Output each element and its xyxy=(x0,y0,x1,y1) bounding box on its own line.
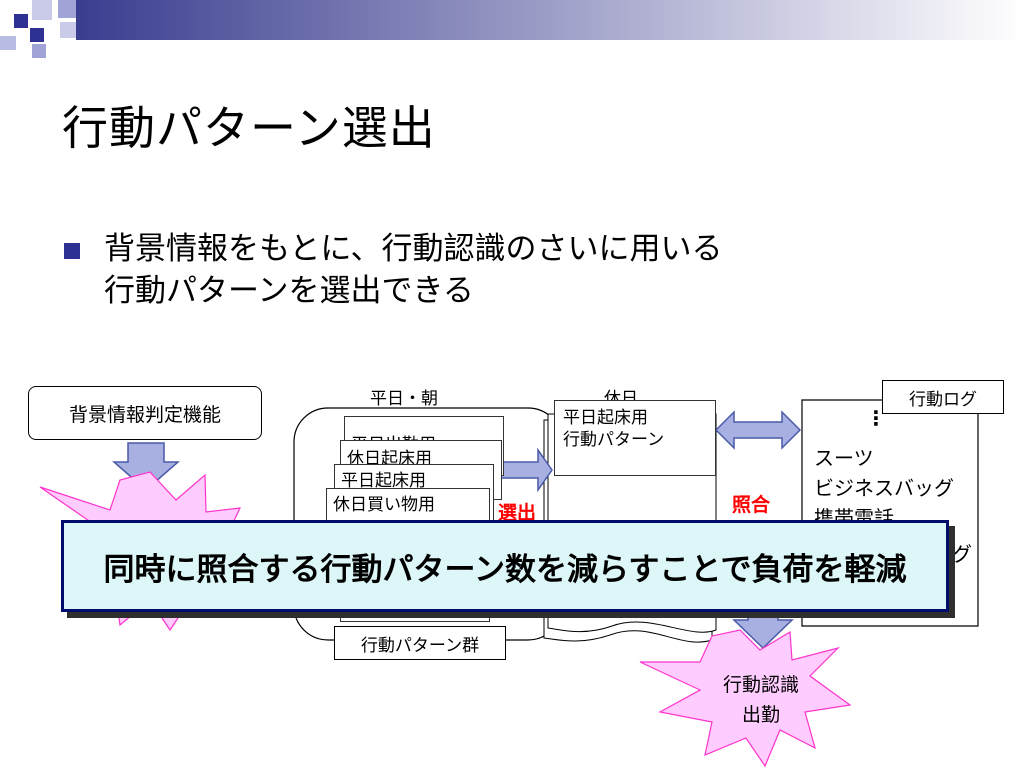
background-info-box: 背景情報判定機能 xyxy=(28,386,262,440)
right-arrow-select xyxy=(495,447,553,493)
bullet-line-2: 行動パターンを選出できる xyxy=(104,273,474,309)
log-label-box: 行動ログ xyxy=(882,380,1004,414)
header-square-2 xyxy=(32,0,52,20)
background-info-label: 背景情報判定機能 xyxy=(68,403,221,426)
header-bar xyxy=(76,0,1024,40)
pattern-group-label: 行動パターン群 xyxy=(360,635,480,656)
match-label: 照合 xyxy=(732,494,771,516)
star-right-shape xyxy=(639,629,852,768)
log-label: 行動ログ xyxy=(909,389,977,410)
pattern-group-label-box: 行動パターン群 xyxy=(334,626,506,660)
callout-text: 同時に照合する行動パターン数を減らすことで負荷を軽減 xyxy=(103,551,907,588)
bullet-text: 背景情報をもとに、行動認識のさいに用いる 行動パターンを選出できる xyxy=(104,228,722,312)
header-square-1 xyxy=(14,14,28,28)
selected-pattern-line-2: 行動パターン xyxy=(563,430,665,450)
header-square-4 xyxy=(0,36,16,50)
weekday-morning-label: 平日・朝 xyxy=(370,389,438,409)
header-square-5 xyxy=(30,28,44,42)
down-arrow-left xyxy=(112,442,180,491)
bullet-line-1: 背景情報をもとに、行動認識のさいに用いる xyxy=(104,231,723,267)
log-dots-top: ⋮ xyxy=(866,406,886,430)
result-line-1: 行動認識 xyxy=(722,674,799,696)
bullet-square-icon xyxy=(64,243,80,259)
header-square-6 xyxy=(32,44,46,58)
selected-pattern-line-1: 平日起床用 xyxy=(563,408,648,428)
slide-title: 行動パターン選出 xyxy=(62,101,436,155)
select-label: 選出 xyxy=(498,502,537,524)
log-item-partial: グ xyxy=(952,542,972,566)
selected-pattern-card: 平日起床用 行動パターン xyxy=(554,400,716,476)
log-item-business-bag: ビジネスバッグ xyxy=(814,476,954,500)
log-item-suit: スーツ xyxy=(814,446,874,470)
double-arrow-match xyxy=(714,410,802,450)
header-square-7 xyxy=(60,22,76,38)
callout-banner: 同時に照合する行動パターン数を減らすことで負荷を軽減 xyxy=(61,520,949,612)
header-square-3 xyxy=(58,0,76,18)
result-star-text: 行動認識 出勤 xyxy=(706,670,816,730)
result-line-2: 出勤 xyxy=(741,704,780,726)
